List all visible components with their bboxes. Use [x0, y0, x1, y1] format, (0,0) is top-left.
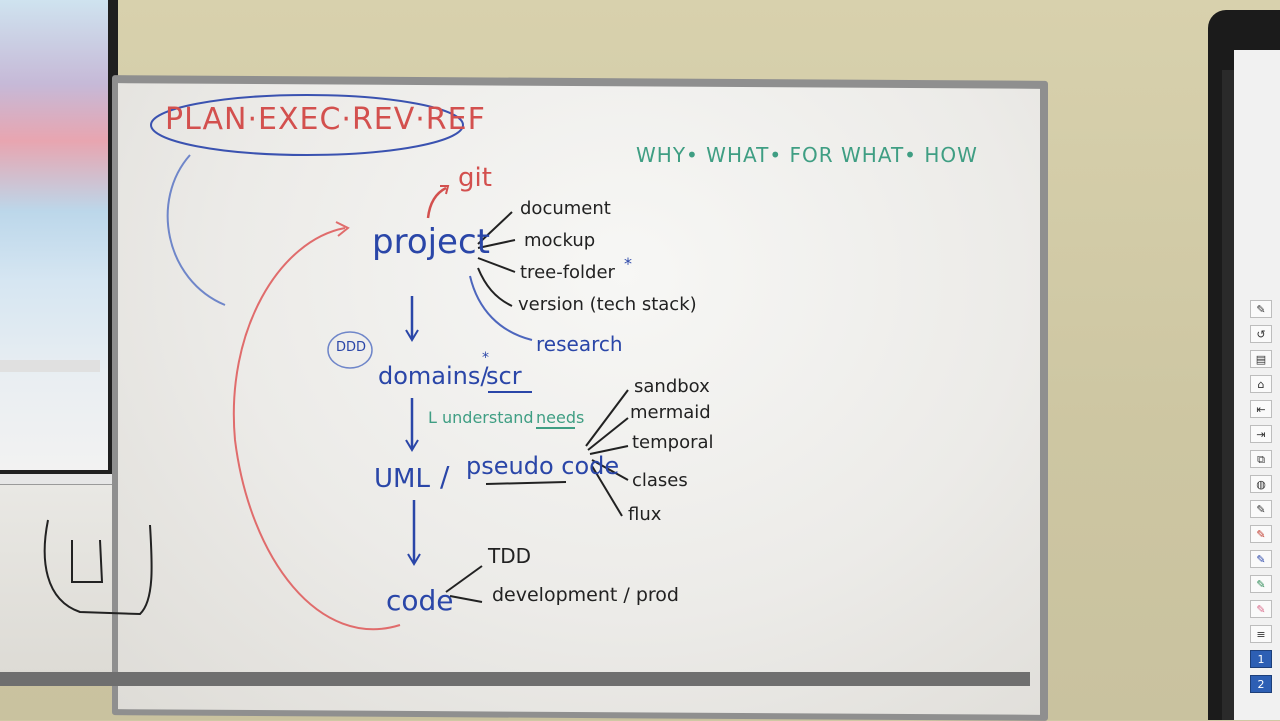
pseudo-item: flux [628, 504, 662, 525]
research-label: research [536, 332, 623, 356]
pseudo-code-label: pseudo code [466, 452, 620, 480]
panel-tool-column: ✎ ↺ ▤ ⌂ ⇤ ⇥ ⧉ ◍ ✎ ✎ ✎ ✎ ✎ ≡ 1 2 [1246, 300, 1276, 700]
code-item: development / prod [492, 584, 679, 606]
project-item: version (tech stack) [518, 294, 697, 315]
pseudo-underline [485, 481, 567, 485]
pseudo-branch [589, 445, 629, 455]
project-item: document [520, 198, 611, 219]
red-pen-icon[interactable]: ✎ [1250, 525, 1272, 543]
pen-tool-icon[interactable]: ✎ [1250, 300, 1272, 318]
domains-label: domains/ [378, 362, 489, 390]
projected-taskbar [0, 360, 100, 372]
blue-pen-icon[interactable]: ✎ [1250, 550, 1272, 568]
next-page-icon[interactable]: ⇥ [1250, 425, 1272, 443]
pages-icon[interactable]: ⧉ [1250, 450, 1272, 468]
research-arrow [469, 275, 533, 341]
project-branch-arrow [477, 257, 516, 273]
star-mark: * [482, 350, 489, 366]
ddd-outline [327, 331, 373, 369]
code-label: code [386, 584, 454, 617]
git-label: git [458, 163, 492, 193]
scr-label: scr [486, 362, 522, 390]
needs-label: needs [536, 408, 585, 427]
pseudo-item: temporal [632, 432, 714, 453]
uml-slash: / [440, 460, 450, 493]
undo-tool-icon[interactable]: ↺ [1250, 325, 1272, 343]
understand-label: L understand [428, 408, 534, 427]
select-icon[interactable]: ◍ [1250, 475, 1272, 493]
cycle-arrow [166, 154, 226, 306]
slot-2-button[interactable]: 2 [1250, 675, 1272, 693]
code-branch [445, 565, 483, 593]
pseudo-item: mermaid [630, 402, 711, 423]
uml-label: UML [374, 464, 430, 494]
questions-label: WHY• WHAT• FOR WHAT• HOW [636, 143, 978, 167]
pseudo-branch [587, 417, 629, 451]
project-item: mockup [524, 230, 596, 251]
pseudo-item: clases [632, 470, 688, 491]
pink-pen-icon[interactable]: ✎ [1250, 600, 1272, 618]
home-icon[interactable]: ⌂ [1250, 375, 1272, 393]
feedback-loop-arrow [232, 227, 401, 631]
black-pen-icon[interactable]: ✎ [1250, 500, 1272, 518]
cycle-label: PLAN·EXEC·REV·REF [165, 102, 486, 137]
code-branch [449, 595, 483, 603]
toolbox-icon[interactable]: ▤ [1250, 350, 1272, 368]
star-mark: * [624, 254, 632, 273]
pseudo-branch [591, 459, 629, 481]
pseudo-item: sandbox [634, 376, 710, 397]
project-item: tree-folder [520, 262, 615, 283]
ddd-label: DDD [336, 340, 367, 355]
cycle-outline [150, 94, 464, 156]
project-branch-arrow [477, 211, 513, 245]
code-item: TDD [488, 544, 532, 568]
project-branch-arrow [477, 239, 516, 249]
project-branch-arrow [477, 267, 513, 307]
project-label: project [372, 222, 491, 262]
projected-image [0, 0, 108, 470]
slot-1-button[interactable]: 1 [1250, 650, 1272, 668]
doodle [43, 519, 153, 616]
pseudo-branch [591, 465, 623, 517]
eraser-icon[interactable]: ≡ [1250, 625, 1272, 643]
lower-board-section [0, 485, 124, 675]
green-pen-icon[interactable]: ✎ [1250, 575, 1272, 593]
git-arrow [426, 186, 447, 219]
marker-tray [0, 672, 1030, 686]
previous-page-icon[interactable]: ⇤ [1250, 400, 1272, 418]
pseudo-branch [585, 389, 629, 447]
